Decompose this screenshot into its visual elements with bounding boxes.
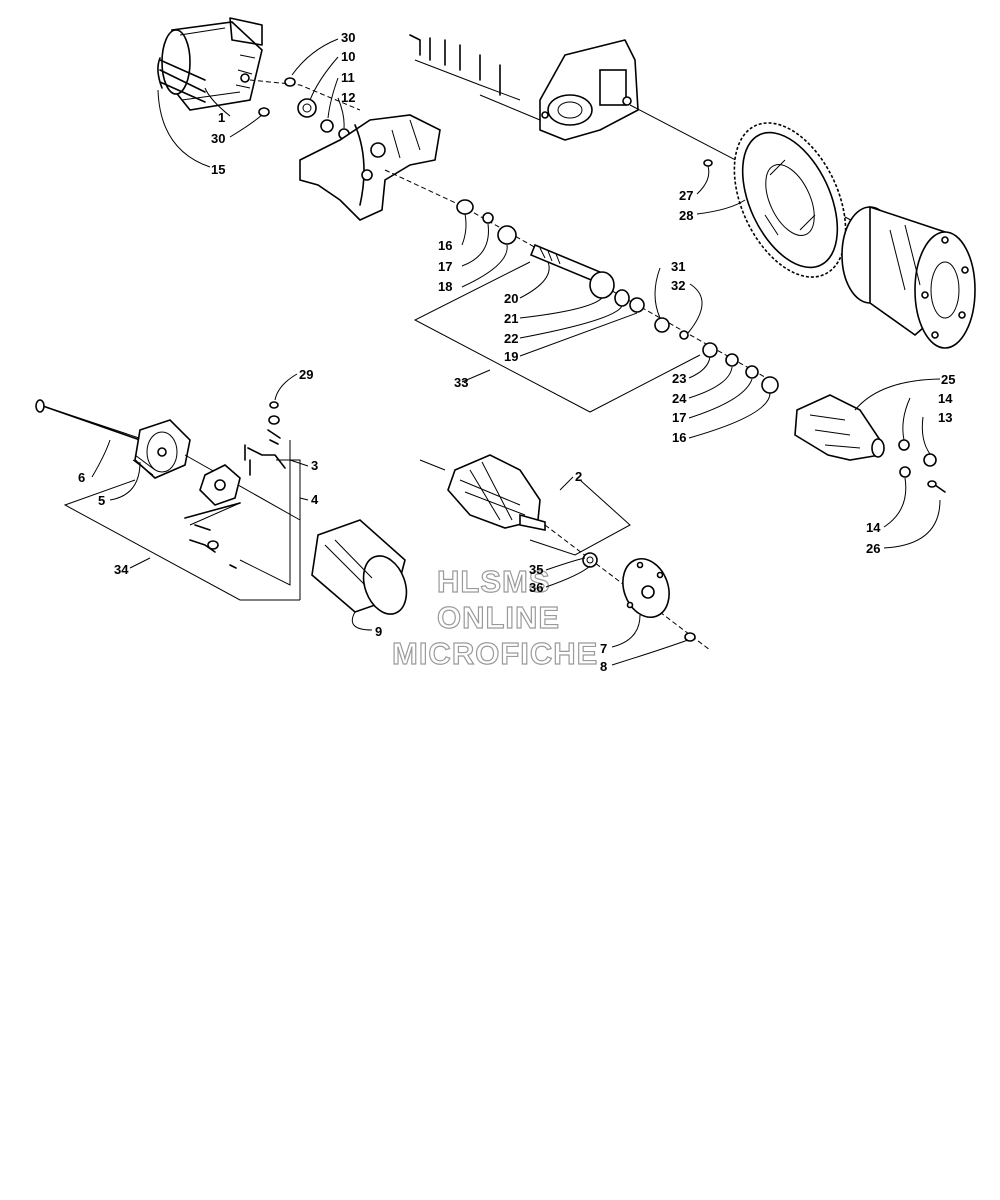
callout-21: 21 bbox=[504, 311, 518, 326]
watermark-line-1: HLSMS bbox=[437, 564, 551, 599]
callout-23: 23 bbox=[672, 371, 686, 386]
kit-34-bracket bbox=[63, 479, 300, 601]
watermark: HLSMS ONLINE MICROFICHE bbox=[391, 563, 598, 671]
callout-3: 3 bbox=[311, 458, 318, 473]
callout-27: 27 bbox=[679, 188, 693, 203]
callout-34: 34 bbox=[114, 562, 129, 577]
callout-6: 6 bbox=[78, 470, 85, 485]
kit-33-bracket bbox=[413, 261, 701, 413]
callout-14-upper: 14 bbox=[938, 391, 953, 406]
callout-18: 18 bbox=[438, 279, 452, 294]
callout-10: 10 bbox=[341, 49, 355, 64]
motor-housing bbox=[311, 519, 408, 615]
armature-bracket-2 bbox=[419, 459, 631, 556]
callout-22: 22 bbox=[504, 331, 518, 346]
callout-29: 29 bbox=[299, 367, 313, 382]
drive-sprocket bbox=[733, 122, 847, 278]
mounting-bracket bbox=[299, 114, 441, 221]
housing-hardware bbox=[898, 439, 946, 493]
end-plate bbox=[622, 558, 670, 618]
callout-16-lower: 16 bbox=[672, 430, 686, 445]
callout-12: 12 bbox=[341, 90, 355, 105]
callout-36: 36 bbox=[529, 580, 543, 595]
callout-13: 13 bbox=[938, 410, 952, 425]
callout-8: 8 bbox=[600, 659, 607, 674]
commutator-gear bbox=[582, 552, 598, 568]
terminal-hardware bbox=[184, 401, 286, 569]
callout-7: 7 bbox=[600, 641, 607, 656]
bendix-drive-parts bbox=[456, 199, 779, 394]
callout-4: 4 bbox=[311, 492, 319, 507]
armature bbox=[447, 454, 546, 531]
callout-31: 31 bbox=[671, 259, 685, 274]
nut bbox=[684, 632, 696, 642]
callout-24: 24 bbox=[672, 391, 687, 406]
callout-15: 15 bbox=[211, 162, 225, 177]
callout-28: 28 bbox=[679, 208, 693, 223]
leader-lines bbox=[91, 38, 941, 666]
callout-17-upper: 17 bbox=[438, 259, 452, 274]
callout-33: 33 bbox=[454, 375, 468, 390]
callout-17-lower: 17 bbox=[672, 410, 686, 425]
callout-1: 1 bbox=[218, 110, 225, 125]
callout-20: 20 bbox=[504, 291, 518, 306]
callout-32: 32 bbox=[671, 278, 685, 293]
callout-26: 26 bbox=[866, 541, 880, 556]
bracket-3-4 bbox=[239, 440, 301, 600]
callout-30-lower: 30 bbox=[211, 131, 225, 146]
callout-30-upper: 30 bbox=[341, 30, 355, 45]
clutch-hub bbox=[841, 205, 976, 349]
through-bolt bbox=[35, 399, 141, 441]
callout-5: 5 bbox=[98, 493, 105, 508]
callout-labels: 30 10 11 12 1 30 15 27 28 16 17 18 20 31… bbox=[78, 30, 955, 674]
drive-housing bbox=[794, 394, 885, 461]
callout-2: 2 bbox=[575, 469, 582, 484]
watermark-line-3: MICROFICHE bbox=[392, 636, 598, 671]
watermark-line-2: ONLINE bbox=[437, 600, 560, 635]
brush-holder bbox=[199, 464, 241, 506]
callout-35: 35 bbox=[529, 562, 543, 577]
sprocket-bolt bbox=[703, 159, 713, 167]
engine-case bbox=[409, 34, 639, 141]
hardware-stack-upper bbox=[258, 77, 350, 140]
starter-motor-assembly bbox=[157, 17, 263, 111]
callout-19: 19 bbox=[504, 349, 518, 364]
callout-9: 9 bbox=[375, 624, 382, 639]
callout-11: 11 bbox=[341, 70, 355, 85]
callout-14-lower: 14 bbox=[866, 520, 881, 535]
callout-16-upper: 16 bbox=[438, 238, 452, 253]
callout-25: 25 bbox=[941, 372, 955, 387]
end-cap bbox=[132, 419, 191, 479]
